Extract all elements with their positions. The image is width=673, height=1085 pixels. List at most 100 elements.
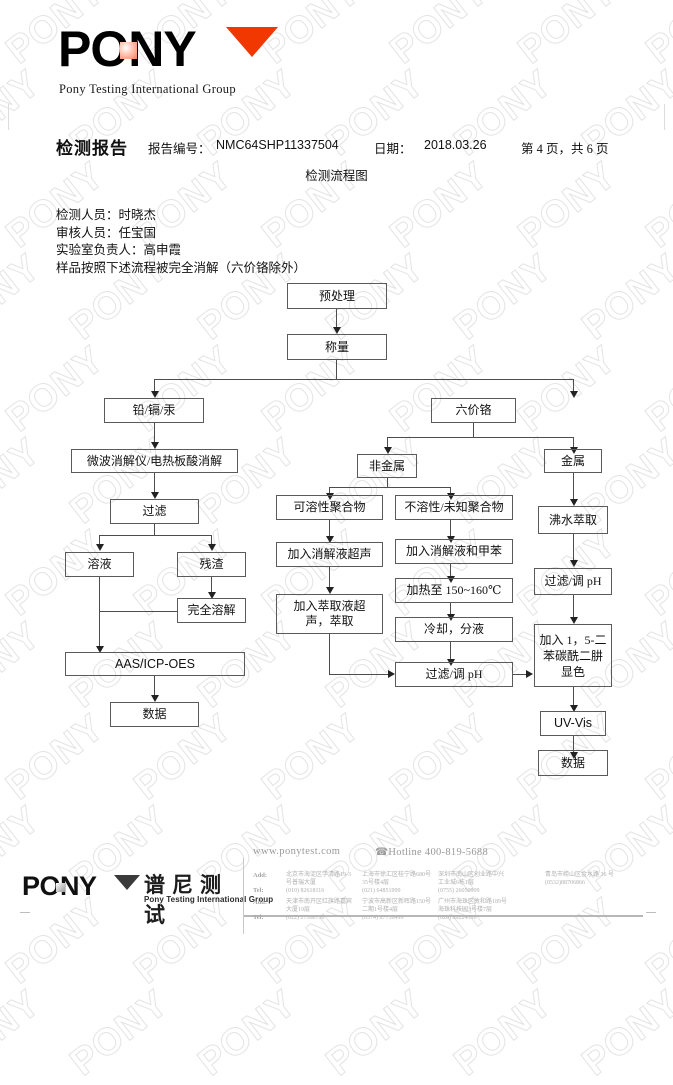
flow-edge bbox=[154, 676, 155, 697]
flow-edge bbox=[336, 309, 337, 329]
flow-node-cool: 冷却，分液 bbox=[395, 617, 513, 642]
flow-edge bbox=[211, 535, 212, 546]
flow-arrow-icon bbox=[326, 493, 334, 500]
flow-arrow-icon bbox=[208, 592, 216, 599]
flow-edge bbox=[573, 687, 574, 708]
flow-node-data1: 数据 bbox=[110, 702, 199, 727]
footer-address: 二期1号楼4层 bbox=[362, 907, 399, 913]
footer-tel: (010) 82618116 bbox=[286, 888, 325, 894]
flow-edge bbox=[450, 487, 451, 495]
flow-edge bbox=[154, 473, 155, 494]
flow-node-aas: AAS/ICP-OES bbox=[65, 652, 245, 676]
date-label: 日期： bbox=[374, 142, 412, 156]
flow-edge bbox=[336, 360, 337, 379]
flow-edge bbox=[99, 577, 100, 649]
flow-edge bbox=[450, 520, 451, 538]
flow-node-pretreat: 预处理 bbox=[287, 283, 387, 309]
watermark-text: PONY bbox=[190, 982, 305, 1085]
flow-edge bbox=[387, 437, 573, 438]
footer-address: 北京市海淀区学清路19-3 bbox=[286, 872, 351, 878]
footer-address: 广州市海珠区敦和路189号 bbox=[438, 899, 508, 905]
flow-node-filterph1: 过滤/调 pH bbox=[395, 662, 513, 687]
flow-arrow-icon bbox=[570, 752, 578, 759]
flow-arrow-icon bbox=[151, 442, 159, 449]
flow-arrow-icon bbox=[151, 391, 159, 398]
flow-node-cr6: 六价铬 bbox=[431, 398, 516, 423]
flow-edge bbox=[513, 674, 527, 675]
flow-node-nonmetal: 非金属 bbox=[357, 454, 417, 478]
footer-tel: (020) 89224310 bbox=[438, 915, 477, 921]
flow-edge bbox=[154, 379, 573, 380]
flowchart: 预处理 称量 铅/镉/汞 六价铬 微波消解仪/电热板酸消解 过滤 溶液 残渣 bbox=[65, 283, 612, 776]
flow-edge bbox=[329, 520, 330, 538]
flow-arrow-icon bbox=[526, 670, 533, 678]
right-page-rule bbox=[664, 104, 665, 130]
flow-arrow-icon bbox=[326, 587, 334, 594]
flow-node-soluble: 可溶性聚合物 bbox=[276, 495, 383, 520]
flow-node-residue: 残渣 bbox=[177, 552, 246, 577]
flow-arrow-icon bbox=[151, 695, 159, 702]
flow-arrow-icon bbox=[208, 544, 216, 551]
footer: PONY 谱尼测试 Pony Testing International Gro… bbox=[0, 852, 673, 945]
flow-node-uvvis: UV-Vis bbox=[540, 711, 606, 736]
flow-node-filterph2: 过滤/调 pH bbox=[534, 568, 612, 595]
footer-tel-label: Tel: bbox=[253, 887, 264, 894]
flow-edge bbox=[329, 567, 330, 589]
flow-edge bbox=[573, 379, 574, 393]
flow-arrow-icon bbox=[96, 646, 104, 653]
flow-edge bbox=[387, 478, 388, 487]
footer-hotline: ☎Hotline 400-819-5688 bbox=[375, 846, 488, 858]
footer-address: 工业城6栋1层 bbox=[438, 880, 475, 886]
footer-address: 号普瑞大厦 bbox=[286, 880, 317, 886]
flow-edge bbox=[329, 674, 389, 675]
flow-arrow-icon bbox=[570, 499, 578, 506]
logo-o-square-icon bbox=[120, 42, 137, 59]
report-meta-line: 检测报告 报告编号： NMC64SHP11337504 日期： 2018.03.… bbox=[56, 134, 626, 158]
flow-edge bbox=[573, 534, 574, 562]
footer-address: 大厦19层 bbox=[286, 907, 311, 913]
flow-edge bbox=[154, 524, 155, 535]
footer-address: 青岛市崂山区金水路 36 号 bbox=[545, 872, 615, 878]
flow-arrow-icon bbox=[447, 493, 455, 500]
footer-add-label: Add: bbox=[253, 872, 268, 879]
flow-edge bbox=[450, 603, 451, 616]
page-title: 检测报告 bbox=[56, 139, 128, 158]
personnel-lab-manager: 实验室负责人：高申霞 bbox=[56, 243, 182, 257]
footer-website[interactable]: www.ponytest.com bbox=[253, 846, 341, 857]
logo-subtitle: Pony Testing International Group bbox=[59, 82, 236, 96]
flow-edge bbox=[573, 473, 574, 501]
flow-edge bbox=[473, 423, 474, 437]
phone-icon: ☎ bbox=[375, 847, 389, 858]
footer-right-tick bbox=[646, 912, 656, 913]
left-page-rule bbox=[8, 104, 9, 130]
flow-arrow-icon bbox=[570, 391, 578, 398]
flow-arrow-icon bbox=[570, 560, 578, 567]
footer-address: 35号楼4层 bbox=[362, 880, 390, 886]
footer-address: 上海市徐汇区桂宁路680号 bbox=[362, 872, 432, 878]
flow-node-pbcdhg: 铅/镉/汞 bbox=[104, 398, 204, 423]
footer-logo-o-square-icon bbox=[56, 883, 65, 892]
footer-tel: (0574) 87736499 bbox=[362, 915, 404, 921]
flow-arrow-icon bbox=[326, 536, 334, 543]
header-logo: PONY Pony Testing International Group bbox=[58, 24, 308, 96]
footer-tel: (022) 27360730 bbox=[286, 915, 325, 921]
flow-arrow-icon bbox=[570, 617, 578, 624]
flow-arrow-icon bbox=[388, 670, 395, 678]
page-number-info: 第 4 页，共 6 页 bbox=[521, 142, 609, 156]
flow-edge bbox=[329, 634, 330, 674]
flow-edge bbox=[573, 736, 574, 754]
watermark-text: PONY bbox=[574, 982, 673, 1085]
footer-address: 宁波市高新区新晖路150号 bbox=[362, 899, 432, 905]
flow-node-fulldissolve: 完全溶解 bbox=[177, 598, 246, 623]
personnel-tester: 检测人员：时晓杰 bbox=[56, 208, 157, 222]
flow-edge bbox=[99, 535, 100, 546]
flow-arrow-icon bbox=[570, 705, 578, 712]
footer-tel-label: Tel: bbox=[253, 914, 264, 921]
flow-edge bbox=[154, 423, 155, 444]
flow-arrow-icon bbox=[96, 544, 104, 551]
flow-node-extract: 加入萃取液超声，萃取 bbox=[276, 594, 383, 634]
watermark-text: PONY bbox=[318, 982, 433, 1085]
footer-rule bbox=[243, 915, 643, 917]
watermark-text: PONY bbox=[0, 982, 49, 1085]
flow-node-filter1: 过滤 bbox=[110, 499, 199, 524]
